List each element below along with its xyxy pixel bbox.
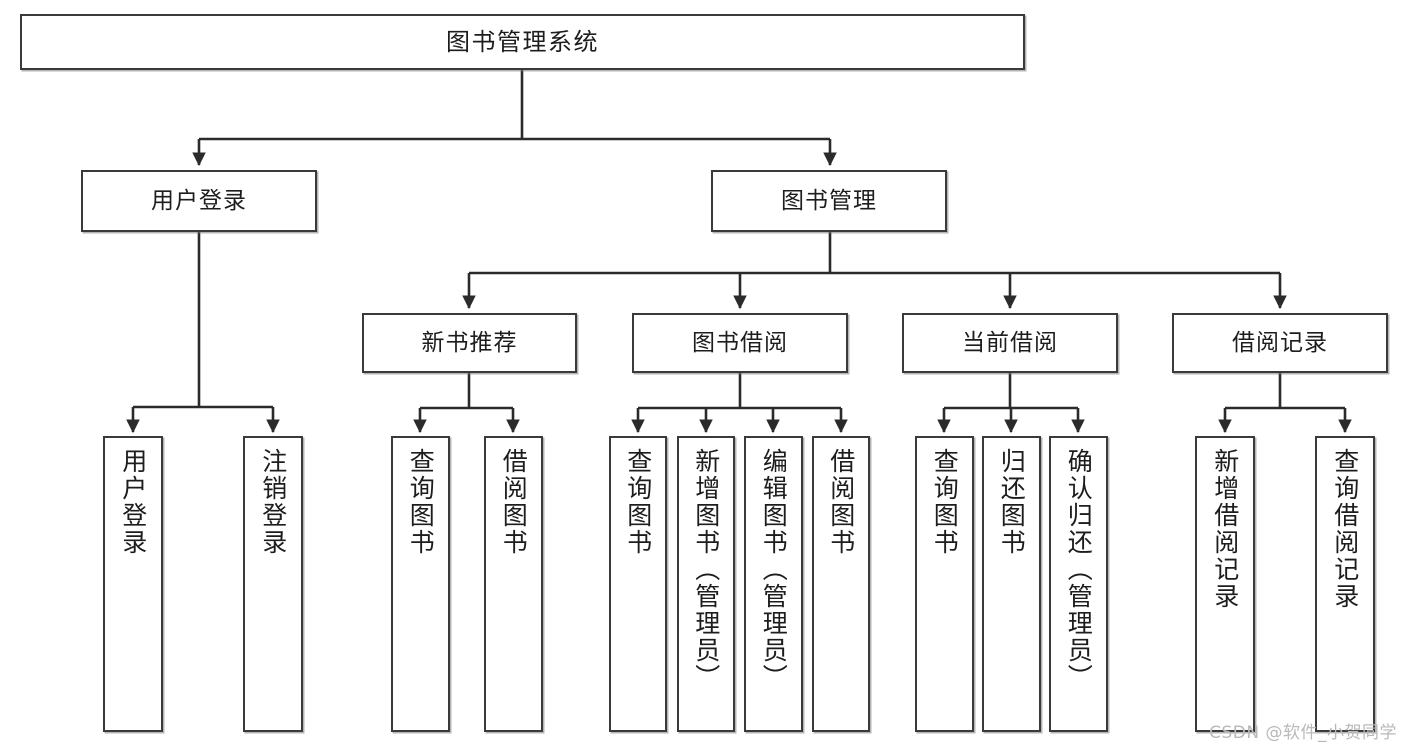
node-book-manage[interactable]: 图书管理: [711, 170, 947, 232]
leaf-return-book[interactable]: 归还图书: [982, 436, 1041, 732]
node-label: 图书管理: [781, 187, 877, 214]
node-label: 查询图书: [623, 448, 653, 556]
node-new-book-recommend[interactable]: 新书推荐: [362, 313, 577, 373]
node-label: 查询图书: [406, 448, 436, 556]
node-current-borrow[interactable]: 当前借阅: [902, 313, 1118, 373]
node-label: 查询借阅记录: [1330, 448, 1360, 610]
leaf-query-borrow-record[interactable]: 查询借阅记录: [1315, 436, 1375, 732]
node-label: 新增借阅记录: [1210, 448, 1240, 610]
leaf-borrow-book[interactable]: 借阅图书: [812, 436, 870, 732]
node-label: 确认归还（管理员）: [1064, 448, 1094, 691]
node-borrow-record[interactable]: 借阅记录: [1172, 313, 1388, 373]
leaf-query-book-borrow[interactable]: 查询图书: [609, 436, 667, 732]
node-root-system[interactable]: 图书管理系统: [20, 14, 1025, 70]
leaf-confirm-return[interactable]: 确认归还（管理员）: [1049, 436, 1108, 732]
leaf-edit-book[interactable]: 编辑图书（管理员）: [744, 436, 803, 732]
node-label: 借阅记录: [1232, 329, 1328, 356]
node-label: 图书管理系统: [446, 28, 599, 56]
leaf-logout[interactable]: 注销登录: [243, 436, 303, 732]
leaf-add-book[interactable]: 新增图书（管理员）: [677, 436, 735, 732]
leaf-user-login[interactable]: 用户登录: [103, 436, 163, 732]
node-user-login[interactable]: 用户登录: [81, 170, 317, 232]
leaf-add-borrow-record[interactable]: 新增借阅记录: [1195, 436, 1255, 732]
node-label: 编辑图书（管理员）: [759, 448, 789, 691]
leaf-query-book-current[interactable]: 查询图书: [915, 436, 974, 732]
node-label: 借阅图书: [826, 448, 856, 556]
node-label: 新增图书（管理员）: [691, 448, 721, 691]
leaf-borrow-book-recommend[interactable]: 借阅图书: [484, 436, 543, 732]
node-label: 用户登录: [151, 187, 247, 214]
node-label: 当前借阅: [962, 329, 1058, 356]
node-label: 借阅图书: [499, 448, 529, 556]
node-label: 查询图书: [930, 448, 960, 556]
node-label: 归还图书: [997, 448, 1027, 556]
node-book-borrow[interactable]: 图书借阅: [632, 313, 848, 373]
leaf-query-book-recommend[interactable]: 查询图书: [391, 436, 450, 732]
node-label: 用户登录: [118, 448, 148, 556]
node-label: 新书推荐: [421, 329, 518, 356]
node-label: 图书借阅: [692, 329, 788, 356]
csdn-watermark: CSDN @软件_小贺同学: [1209, 723, 1397, 743]
node-label: 注销登录: [258, 448, 288, 556]
